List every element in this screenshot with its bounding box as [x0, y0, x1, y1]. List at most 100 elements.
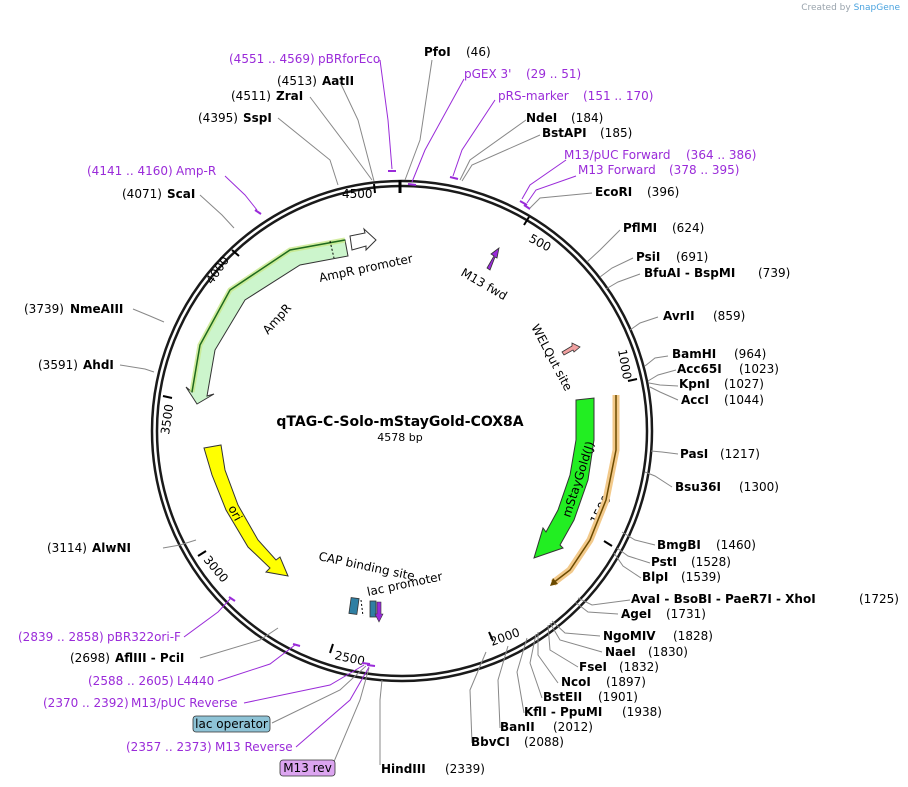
- leader-zrai: [309, 96, 373, 181]
- leader-blpi: [613, 552, 642, 579]
- leader-avai: [577, 597, 631, 606]
- leader-pbr322ori-f: [183, 597, 232, 638]
- enzyme-ngomiv: NgoMIV(1828): [603, 629, 713, 643]
- enzyme-naei: NaeI(1830): [605, 645, 688, 659]
- primer-mark: [366, 664, 376, 667]
- tick-label-1000: 1000: [615, 348, 634, 381]
- enzyme-sspi: (4395)SspI: [198, 111, 272, 125]
- enzyme-pflmi: PflMI(624): [623, 221, 704, 235]
- plasmid-title: qTAG-C-Solo-mStayGold-COX8A: [276, 414, 523, 430]
- feature-lac-promoter[interactable]: [374, 601, 384, 623]
- enzyme-zrai: (4511)ZraI: [231, 89, 303, 103]
- feature-label-m13-fwd: M13 fwd: [459, 265, 510, 303]
- enzyme-nmeaiii: (3739)NmeAIII: [24, 302, 123, 316]
- leader-afliii: [199, 627, 279, 659]
- primer-mark: [292, 643, 301, 647]
- leader-acci: [649, 386, 679, 401]
- leader-bmgbi: [621, 531, 656, 546]
- tick-label-4500: 4500: [342, 187, 373, 201]
- enzyme-bamhi: BamHI(964): [672, 347, 766, 361]
- lac-operator-label: lac operator: [195, 717, 268, 731]
- leader-m13puc-forward: [521, 159, 567, 200]
- leader-scai: [199, 194, 235, 229]
- primer-mark: [519, 200, 528, 206]
- feature-m13-fwd[interactable]: [486, 247, 500, 271]
- feature-cox8a-arrowhead: [550, 578, 558, 586]
- enzyme-aatii: (4513)AatII: [277, 74, 354, 88]
- m13-rev-box: [279, 759, 336, 777]
- enzyme-bfuai-bspmi: BfuAI - BspMI(739): [644, 266, 790, 280]
- feature-label-welqut: WELQut site: [528, 322, 575, 393]
- primer-m13puc-reverse: (2370 .. 2392)M13/pUC Reverse: [43, 696, 238, 710]
- enzyme-bstapi: BstAPI(185): [542, 126, 632, 140]
- enzyme-acci: AccI(1044): [681, 393, 764, 407]
- enzyme-bbvci: BbvCI(2088): [471, 735, 564, 749]
- leader-lac-operator: [271, 665, 367, 724]
- tick-mark: [627, 378, 638, 382]
- enzyme-bsu36i: Bsu36I(1300): [675, 480, 779, 494]
- feature-cap-binding-site[interactable]: [348, 597, 360, 615]
- leader-acc65i: [647, 369, 677, 382]
- enzyme-blpi: BlpI(1539): [642, 570, 721, 584]
- tick-mark: [603, 540, 613, 547]
- leader-psii: [599, 257, 634, 278]
- enzyme-bmgbi: BmgBI(1460): [657, 538, 756, 552]
- feature-ampr-promoter[interactable]: [349, 227, 377, 252]
- tick-label-2500: 2500: [333, 648, 366, 668]
- leader-agei: [574, 601, 619, 615]
- leader-m13-forward: [526, 175, 577, 204]
- plasmid-length: 4578 bp: [377, 431, 422, 444]
- leader-alwni: [162, 539, 197, 549]
- primer-pbrforeco: (4551 .. 4569)pBRforEco: [229, 52, 380, 66]
- backbone-inner: [155, 184, 649, 678]
- primer-m13-forward: M13 Forward(378 .. 395): [578, 163, 739, 177]
- primer-l4440: (2588 .. 2605)L4440: [88, 674, 214, 688]
- feature-lac-operator[interactable]: [369, 600, 377, 618]
- feature-label-ampr: AmpR: [260, 301, 294, 337]
- leader-m13puc-reverse: [243, 664, 365, 704]
- enzyme-bsteii: BstEII(1901): [543, 690, 638, 704]
- leader-bsteii: [529, 633, 543, 699]
- leader-pbrforeco: [379, 59, 393, 170]
- tick-mark: [488, 631, 494, 642]
- leader-amp-r: [224, 175, 258, 211]
- enzyme-ncoi: NcoI(1897): [561, 675, 646, 689]
- leader-bfuai: [605, 273, 641, 290]
- leader-sspi: [277, 117, 339, 186]
- leader-bbvci: [469, 651, 487, 744]
- feature-cox8a[interactable]: [552, 395, 617, 584]
- enzyme-fsei: FseI(1832): [579, 660, 659, 674]
- leader-banii: [497, 645, 509, 729]
- leader-avrii: [629, 316, 659, 331]
- primer-mark: [228, 596, 236, 602]
- primer-mark: [361, 662, 371, 665]
- leader-naei: [549, 622, 603, 653]
- enzyme-psii: PsiI(691): [636, 250, 708, 264]
- leader-l4440: [217, 644, 296, 682]
- feature-welqut-site[interactable]: [561, 342, 581, 356]
- enzyme-kfli-ppumi: KflI - PpuMI(1938): [524, 705, 662, 719]
- backbone-outer: [150, 179, 654, 683]
- enzyme-banii: BanII(2012): [500, 720, 593, 734]
- tick-label-3000: 3000: [201, 553, 231, 585]
- leader-aatii: [339, 81, 375, 182]
- primer-pbr322ori-f: (2839 .. 2858)pBR322ori-F: [18, 630, 181, 644]
- enzyme-psti: PstI(1528): [651, 555, 731, 569]
- leader-kfli: [516, 637, 528, 714]
- enzyme-ecori: EcoRI(396): [595, 185, 679, 199]
- tick-mark: [523, 216, 530, 226]
- enzyme-hindiii: HindIII(2339): [381, 762, 485, 776]
- tick-mark: [231, 249, 240, 257]
- primer-mark: [407, 183, 417, 186]
- leader-m13-reverse: [295, 666, 370, 748]
- feature-mstaygold[interactable]: [533, 397, 595, 559]
- enzyme-afliii-pcii: (2698)AflIII - PciI: [70, 651, 184, 665]
- tick-mark: [197, 550, 207, 557]
- primer-m13puc-forward: M13/pUC Forward(364 .. 386): [564, 148, 756, 162]
- enzyme-ahdi: (3591)AhdI: [38, 358, 114, 372]
- primer-m13-reverse: (2357 .. 2373)M13 Reverse: [126, 740, 293, 754]
- m13-rev-label: M13 rev: [283, 761, 332, 775]
- leader-ndei: [459, 119, 527, 181]
- leader-ahdi: [119, 364, 155, 373]
- feature-ori[interactable]: [203, 444, 289, 577]
